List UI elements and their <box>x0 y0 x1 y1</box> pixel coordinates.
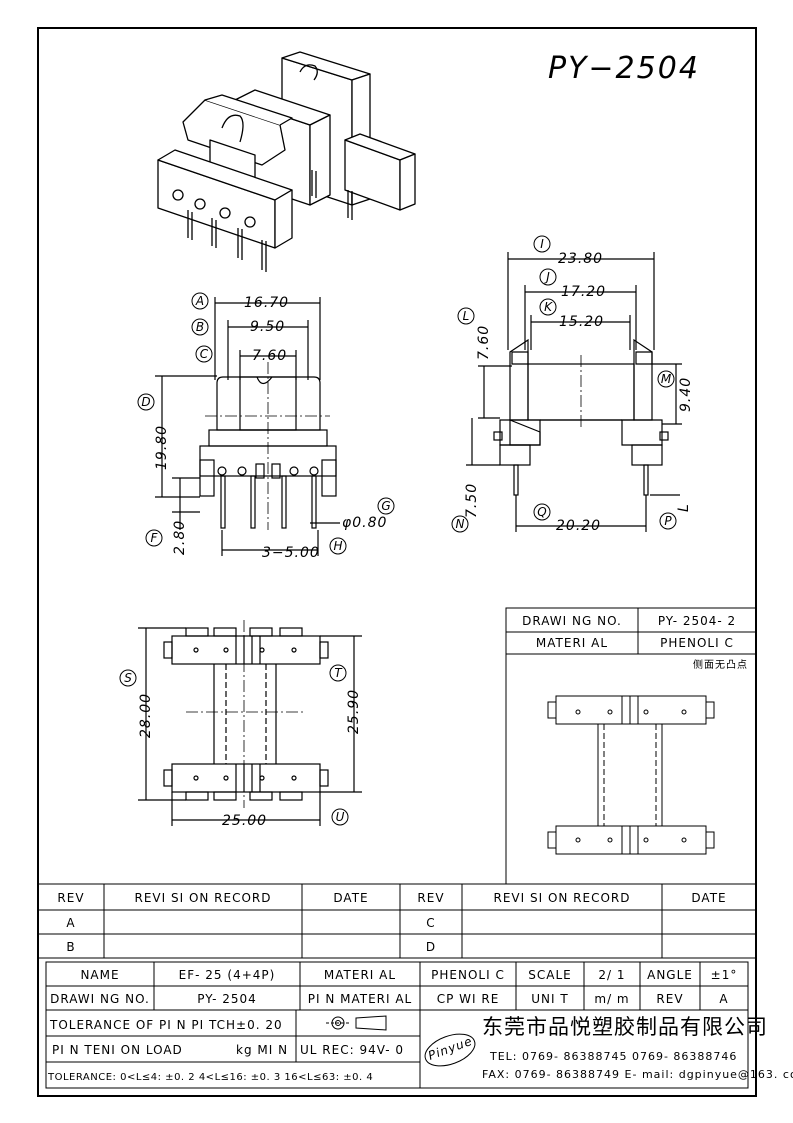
dim-i-value: 23.80 <box>558 251 603 267</box>
angle-label: ANGLE <box>647 968 693 982</box>
date-header-2: DATE <box>691 891 726 905</box>
company-tel: TEL: 0769- 86388745 0769- 86388746 <box>489 1050 737 1063</box>
label-b: B <box>196 320 204 334</box>
dim-u-value: 25.00 <box>222 813 267 829</box>
label-c: C <box>200 347 209 361</box>
dim-m-value: 9.40 <box>678 377 694 412</box>
rev-value: A <box>719 992 728 1006</box>
dim-e-value: 2.80 <box>172 520 188 555</box>
rev-row-c: C <box>426 916 435 930</box>
dim-n-value: 7.50 <box>464 483 480 518</box>
scale-value: 2/ 1 <box>598 968 625 982</box>
dim-c-value: 7.60 <box>252 348 287 364</box>
front-view-dimensions: 16.70 9.50 7.60 19.80 2.80 φ0.80 3−5.00 … <box>137 292 395 561</box>
sub-material: PHENOLI C <box>660 636 734 650</box>
label-a: A <box>195 294 204 308</box>
dim-b-value: 9.50 <box>250 319 285 335</box>
sub-drawing-text: DRAWI NG NO. PY- 2504- 2 MATERI AL PHENO… <box>522 614 748 671</box>
label-k: K <box>544 300 553 314</box>
label-d: D <box>141 395 150 409</box>
drawing-title: PY−2504 <box>548 51 700 86</box>
dim-q-value: 20.20 <box>556 518 601 534</box>
tolerance-pitch: TOLERANCE OF PI N PI TCH±0. 20 <box>49 1018 283 1032</box>
sub-drawing-no-label: DRAWI NG NO. <box>522 614 622 628</box>
label-l: L <box>463 309 470 323</box>
sub-drawing-no: PY- 2504- 2 <box>658 614 736 628</box>
dim-k-value: 15.20 <box>559 314 604 330</box>
rev-row-a: A <box>66 916 75 930</box>
unit-value: m/ m <box>594 992 629 1006</box>
rev-label: REV <box>656 992 683 1006</box>
label-q: Q <box>537 505 546 519</box>
side-view <box>466 252 682 532</box>
material-label: MATERI AL <box>324 968 396 982</box>
dim-t-value: 25.90 <box>346 689 362 734</box>
label-t: T <box>334 666 343 680</box>
pin-tension-label: PI N TENI ON LOAD <box>52 1043 183 1057</box>
label-f: F <box>151 531 159 545</box>
dim-j-value: 17.20 <box>561 284 606 300</box>
label-n: N <box>456 517 465 531</box>
dim-d-value: 19.80 <box>154 425 170 470</box>
ul-rating: UL REC: 94V- 0 <box>300 1043 404 1057</box>
bottom-view <box>138 620 362 826</box>
pin-material-value: CP WI RE <box>437 992 500 1006</box>
sheet-border <box>37 27 757 1097</box>
revision-table <box>37 883 757 959</box>
sub-note: 侧面无凸点 <box>693 658 748 671</box>
drawing-no-label: DRAWI NG NO. <box>50 992 150 1006</box>
record-header-2: REVI SI ON RECORD <box>493 891 630 905</box>
rev-row-b: B <box>66 940 75 954</box>
company-fax: FAX: 0769- 86388749 E- mail: dgpinyue@16… <box>482 1068 793 1081</box>
name-label: NAME <box>80 968 119 982</box>
label-p: P <box>664 514 672 528</box>
title-block <box>45 961 749 1089</box>
name-value: EF- 25 (4+4P) <box>179 968 276 982</box>
dim-g-value: φ0.80 <box>342 515 387 531</box>
brand-logo-text: Pinyue <box>426 1034 474 1063</box>
dim-a-value: 16.70 <box>244 295 289 311</box>
dim-l-value: 7.60 <box>476 325 492 360</box>
front-view <box>155 297 340 556</box>
date-header-1: DATE <box>333 891 368 905</box>
drawing-no-value: PY- 2504 <box>197 992 257 1006</box>
unit-label: UNI T <box>531 992 568 1006</box>
sub-material-label: MATERI AL <box>536 636 608 650</box>
label-u: U <box>336 810 345 824</box>
label-i: I <box>540 237 544 251</box>
rev-row-d: D <box>426 940 436 954</box>
scale-label: SCALE <box>528 968 571 982</box>
rev-header-1: REV <box>57 891 84 905</box>
dim-s-value: 28.00 <box>138 693 154 738</box>
side-view-dimensions: 23.80 17.20 15.20 7.60 9.40 7.50 20.20 L… <box>451 235 694 534</box>
record-header-1: REVI SI ON RECORD <box>134 891 271 905</box>
bottom-view-dimensions: 28.00 25.90 25.00 S T U <box>119 664 362 829</box>
label-s: S <box>124 671 132 685</box>
dim-h-value: 3−5.00 <box>262 545 320 561</box>
label-g: G <box>381 499 390 513</box>
label-j: J <box>544 270 550 284</box>
isometric-view <box>157 51 416 272</box>
company-name: 东莞市品悦塑胶制品有限公司 <box>482 1015 768 1039</box>
title-block-text: NAME EF- 25 (4+4P) MATERI AL PHENOLI C S… <box>47 968 793 1083</box>
angle-value: ±1° <box>711 968 738 982</box>
pin-material-label: PI N MATERI AL <box>308 992 413 1006</box>
revision-text: REV REVI SI ON RECORD DATE REV REVI SI O… <box>57 891 726 954</box>
dim-pl-value: L <box>676 503 692 512</box>
tolerance-table: TOLERANCE: 0<L≤4: ±0. 2 4<L≤16: ±0. 3 16… <box>47 1072 373 1083</box>
material-value: PHENOLI C <box>431 968 505 982</box>
pin-tension-unit: kg MI N <box>236 1043 288 1057</box>
label-h: H <box>333 539 342 553</box>
rev-header-2: REV <box>417 891 444 905</box>
label-m: M <box>661 372 672 386</box>
